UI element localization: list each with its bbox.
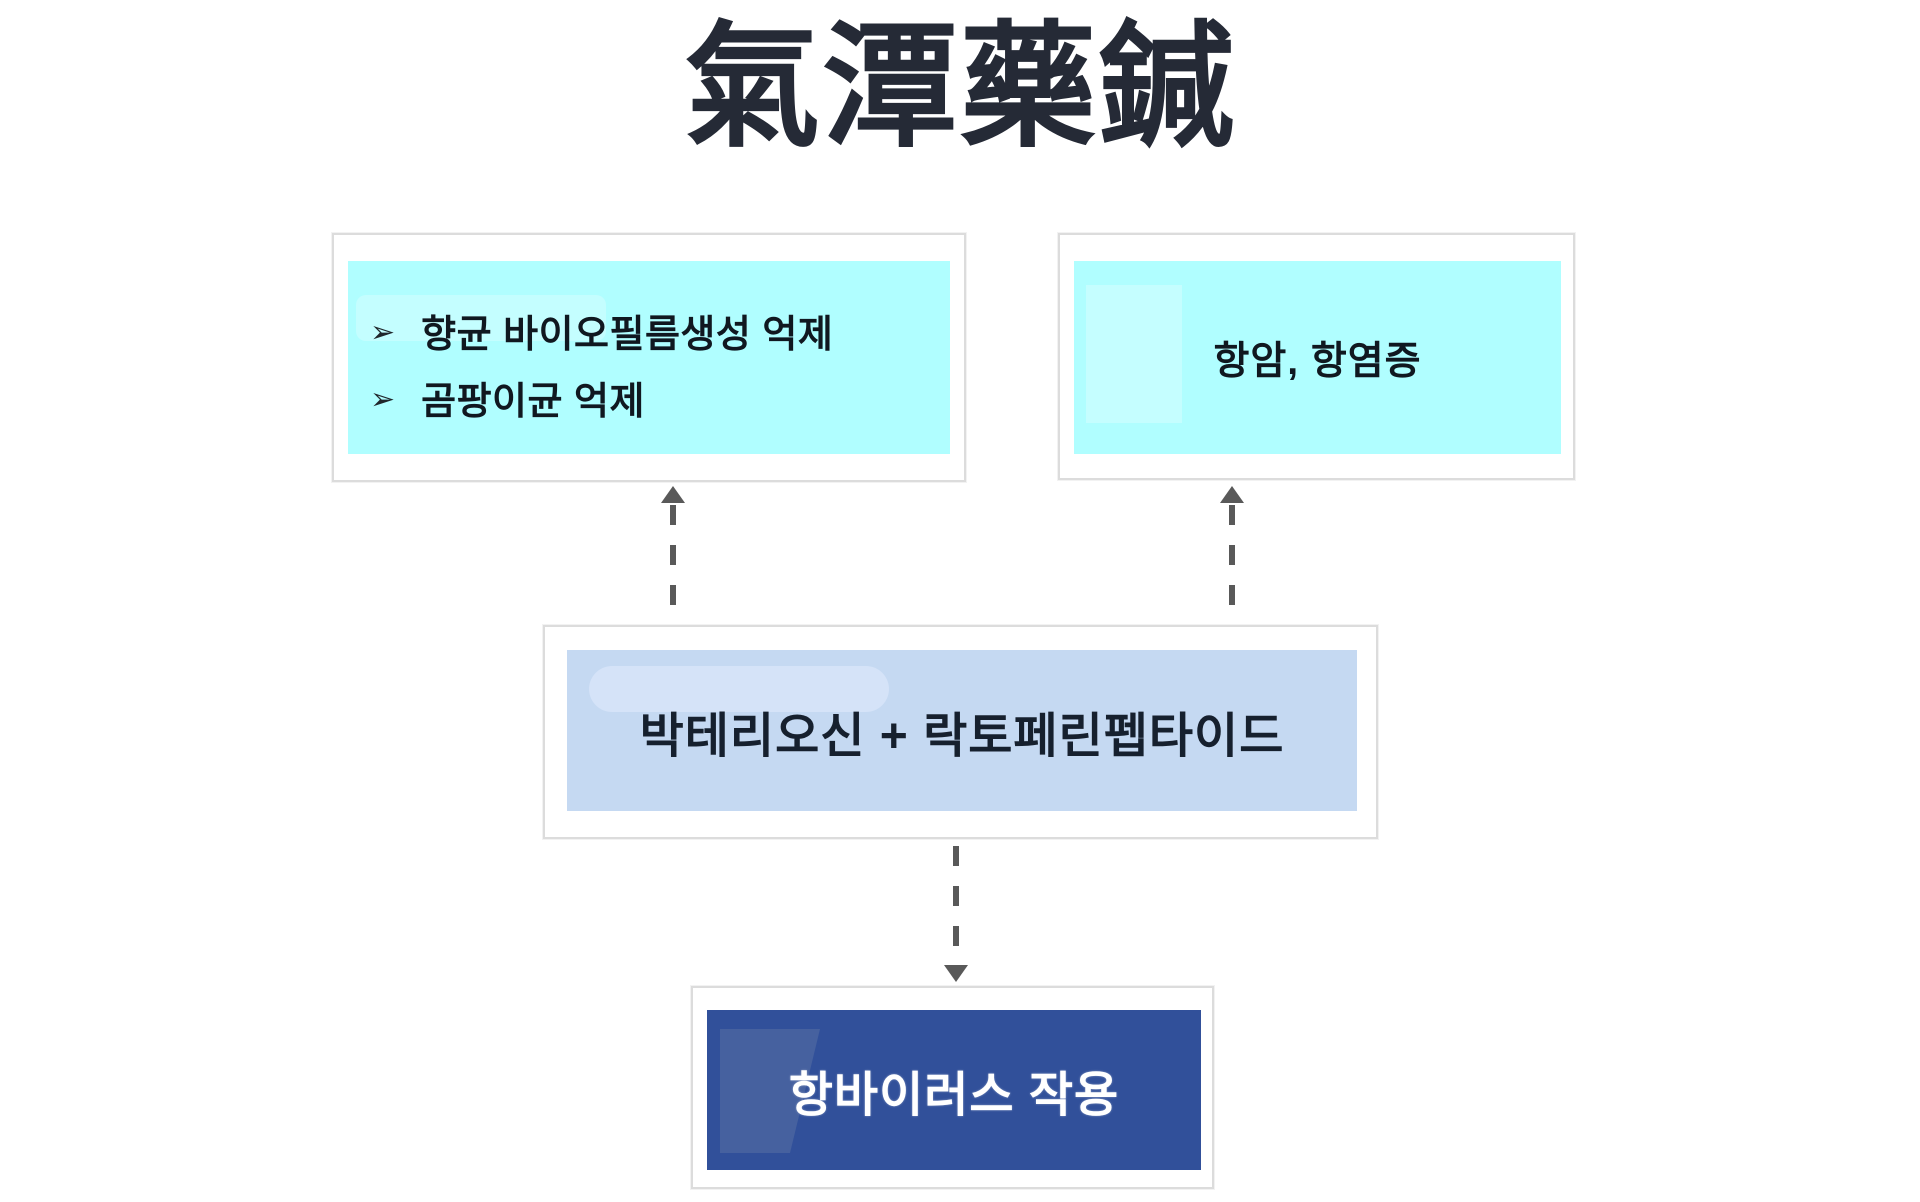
- anticancer-label: 항암, 항염증: [1213, 339, 1422, 383]
- dashed-arrow-up-right: [1219, 486, 1245, 621]
- bullet-text: 향균 바이오필름생성 억제: [421, 314, 834, 356]
- antibacterial-box-fill: ➢ 향균 바이오필름생성 억제 ➢ 곰팡이균 억제: [348, 261, 950, 454]
- arrow-up-icon: [661, 486, 685, 503]
- highlight-shape: [589, 666, 889, 712]
- source-box-fill: 박테리오신 + 락토페린펩타이드: [567, 650, 1357, 811]
- anticancer-box-fill: 항암, 항염증: [1074, 261, 1561, 454]
- anticancer-box: 항암, 항염증: [1058, 233, 1575, 480]
- arrowhead-right-icon: ➢: [370, 382, 396, 416]
- highlight-shape: [1086, 285, 1182, 423]
- antiviral-box-fill: 항바이러스 작용: [707, 1010, 1201, 1170]
- antiviral-box: 항바이러스 작용: [691, 986, 1214, 1189]
- list-item: ➢ 곰팡이균 억제: [370, 370, 950, 425]
- antiviral-label: 항바이러스 작용: [788, 1069, 1120, 1122]
- highlight-shape: [356, 295, 606, 341]
- antibacterial-box: ➢ 향균 바이오필름생성 억제 ➢ 곰팡이균 억제: [332, 233, 966, 482]
- dashed-line: [953, 846, 959, 963]
- page-title: 氣潭藥鍼: [684, 11, 1236, 163]
- source-label: 박테리오신 + 락토페린펩타이드: [639, 709, 1285, 763]
- arrow-up-icon: [1220, 486, 1244, 503]
- dashed-arrow-up-left: [660, 486, 686, 621]
- bullet-text: 곰팡이균 억제: [421, 381, 645, 423]
- antibacterial-bullet-list: ➢ 향균 바이오필름생성 억제 ➢ 곰팡이균 억제: [348, 261, 950, 425]
- dashed-line: [1229, 505, 1235, 621]
- list-item: ➢ 향균 바이오필름생성 억제: [370, 303, 950, 358]
- dashed-line: [670, 505, 676, 621]
- arrowhead-right-icon: ➢: [370, 315, 396, 349]
- dashed-arrow-down: [943, 846, 969, 982]
- source-box: 박테리오신 + 락토페린펩타이드: [543, 625, 1378, 839]
- arrow-down-icon: [944, 965, 968, 982]
